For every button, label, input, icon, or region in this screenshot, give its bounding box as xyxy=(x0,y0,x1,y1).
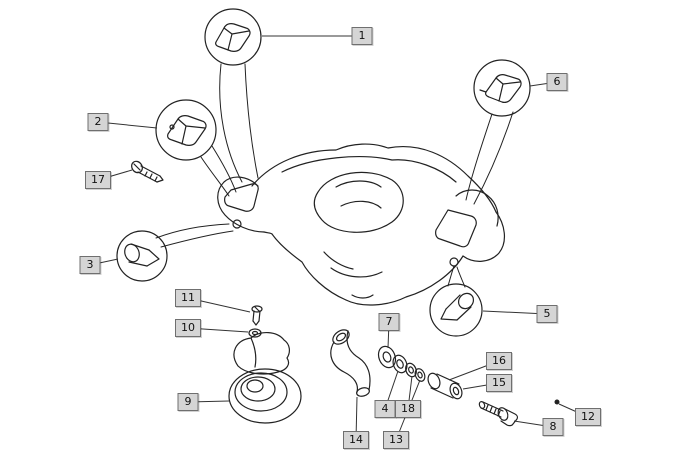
callout-15: 15 xyxy=(486,374,512,392)
callout-14: 14 xyxy=(343,431,369,449)
callout-9: 9 xyxy=(177,393,199,411)
ring-4 xyxy=(392,354,408,374)
ring-18 xyxy=(405,362,417,378)
detail-circle-3-bulb xyxy=(116,230,168,282)
screw-17 xyxy=(131,160,164,183)
callout-6: 6 xyxy=(546,73,568,91)
callout-11: 11 xyxy=(175,289,201,307)
point-12 xyxy=(554,399,560,405)
detail-circle-2-switch xyxy=(155,99,217,161)
callout-5: 5 xyxy=(536,305,558,323)
detail-circle-5-bulb xyxy=(429,283,483,337)
callout-13: 13 xyxy=(383,431,409,449)
elbow-grommet-14 xyxy=(330,329,371,397)
detail-circle-6-switch xyxy=(473,59,531,117)
callout-17: 17 xyxy=(85,171,111,189)
screw-11 xyxy=(251,305,263,326)
detail-circle-1-switch xyxy=(204,8,262,66)
callout-10: 10 xyxy=(175,319,201,337)
ring-7 xyxy=(377,345,397,369)
ring-13 xyxy=(414,368,426,382)
callout-4: 4 xyxy=(374,400,396,418)
callout-18: 18 xyxy=(395,400,421,418)
callout-7: 7 xyxy=(378,313,400,331)
detail-connector-lines xyxy=(155,63,514,288)
callout-2: 2 xyxy=(87,113,109,131)
callout-16: 16 xyxy=(486,352,512,370)
callout-1: 1 xyxy=(351,27,373,45)
bolt-8 xyxy=(478,401,518,427)
horn-9 xyxy=(228,332,302,424)
callout-12: 12 xyxy=(575,408,601,426)
leader-line-5 xyxy=(482,310,548,315)
callout-3: 3 xyxy=(79,256,101,274)
bushing-16-15 xyxy=(427,372,463,400)
callout-8: 8 xyxy=(542,418,564,436)
handlebar-cover-body xyxy=(217,143,505,306)
